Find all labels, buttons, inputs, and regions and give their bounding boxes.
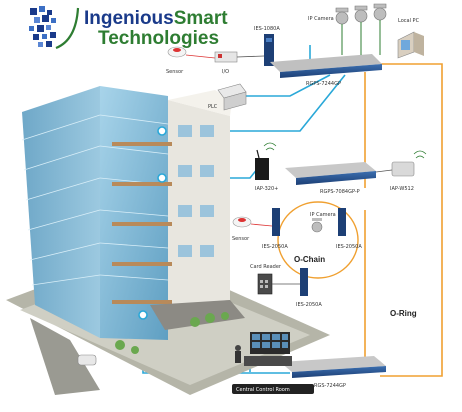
ies-1080a-label: IES-1080A — [254, 26, 280, 32]
iap-w512-label: IAP-W512 — [390, 186, 414, 192]
ies-2050a-left-switch: IES-2050A — [262, 208, 288, 250]
access-point-icon — [255, 142, 277, 180]
outdoor-ap-icon — [391, 150, 427, 177]
rgps-7244gp-top-switch: RGPS-7244GP — [270, 54, 382, 87]
rgps-7084gp-switch: RGPS-7084GP-P — [285, 162, 376, 195]
ip-camera-group-top: IP Camera — [308, 3, 387, 55]
o-ring-label: O-Ring — [390, 309, 417, 318]
iap-320-label: IAP-320+ — [255, 186, 278, 192]
logo-line2: Technologies — [98, 28, 219, 49]
logo-mosaic-icon — [29, 6, 80, 50]
ies-2050a-right-switch: IES-2050A — [336, 208, 362, 250]
central-control-room-label: Central Control Room — [236, 387, 290, 393]
ies-2050a-right-label: IES-2050A — [336, 244, 362, 250]
io-label: I/O — [222, 69, 229, 75]
smoke-sensor-icon — [167, 46, 187, 58]
sensor-mid: Sensor — [232, 216, 273, 242]
card-reader: Card Reader — [250, 264, 300, 295]
o-chain-label: O-Chain — [294, 255, 325, 264]
sensor-top: Sensor — [166, 46, 216, 75]
sensor-mid-label: Sensor — [232, 236, 250, 242]
io-module-icon — [214, 51, 238, 63]
control-room-monitors-icon — [235, 332, 292, 366]
plc-label: PLC — [208, 104, 218, 110]
iap-320-ap: IAP-320+ — [255, 142, 278, 192]
local-pc-label: Local PC — [398, 18, 420, 24]
iap-w512-ap: IAP-W512 — [375, 150, 427, 192]
office-building — [6, 86, 330, 395]
building-link-nodes — [138, 126, 167, 320]
camera-icon — [335, 3, 387, 25]
ies-1080a-switch: IES-1080A — [254, 26, 280, 66]
o-ring-links — [364, 63, 443, 377]
company-logo: IngeniousSmart Technologies — [29, 6, 228, 50]
card-reader-label: Card Reader — [250, 264, 282, 270]
rgps-7244gp-top-label: RGPS-7244GP — [306, 81, 341, 87]
sensor-top-label: Sensor — [166, 69, 184, 75]
central-control-room: Central Control Room — [232, 332, 314, 394]
io-module: I/O — [214, 51, 265, 75]
rgs-7244gp-label: RGS-7244GP — [314, 383, 346, 389]
control-room-label-bg — [232, 384, 314, 394]
local-pc: Local PC — [397, 18, 424, 59]
ip-camera-top-label: IP Camera — [308, 16, 334, 22]
ip-camera-mid-label: IP Camera — [310, 212, 336, 218]
computer-icon — [397, 31, 424, 59]
smoke-sensor-icon — [232, 216, 252, 228]
o-chain-loop — [277, 201, 359, 279]
ies-2050a-left-label: IES-2050A — [262, 244, 288, 250]
rgs-7244gp-switch: RGS-7244GP — [280, 356, 386, 389]
ies-2050a-bottom-switch: IES-2050A — [296, 268, 322, 308]
plc-icon — [217, 83, 247, 111]
plc-device: PLC — [208, 83, 247, 111]
ies-2050a-bottom-label: IES-2050A — [296, 302, 322, 308]
camera-icon — [311, 218, 323, 233]
keypad-icon — [257, 273, 273, 295]
ip-camera-mid: IP Camera — [310, 212, 336, 233]
logo-line1: IngeniousSmart — [84, 8, 228, 29]
rgps-7084gp-label: RGPS-7084GP-P — [320, 189, 360, 195]
